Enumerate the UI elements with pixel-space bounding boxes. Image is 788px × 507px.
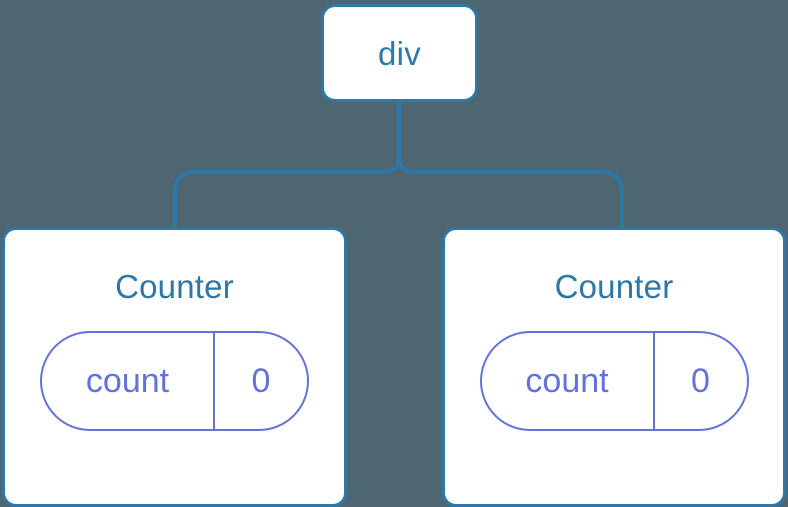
node-div-label: div — [377, 34, 422, 72]
node-counter-right[interactable]: Counter count 0 — [442, 227, 786, 507]
connector-layer — [173, 101, 624, 227]
component-tree-diagram: div Counter count 0 Counter count 0 — [2, 4, 786, 507]
state-pill-right[interactable]: count 0 — [479, 331, 749, 431]
state-key-left: count — [42, 333, 215, 429]
connector-branch-left — [173, 154, 401, 227]
state-pill-left[interactable]: count 0 — [40, 331, 309, 431]
node-counter-right-title: Counter — [554, 268, 674, 305]
node-counter-left[interactable]: Counter count 0 — [2, 227, 347, 507]
node-div[interactable]: div — [321, 4, 478, 102]
state-key-right: count — [482, 333, 655, 429]
state-value-left: 0 — [251, 362, 271, 400]
node-counter-left-title: Counter — [115, 268, 234, 305]
connector-branch-right — [397, 154, 624, 227]
state-value-right: 0 — [691, 362, 710, 400]
